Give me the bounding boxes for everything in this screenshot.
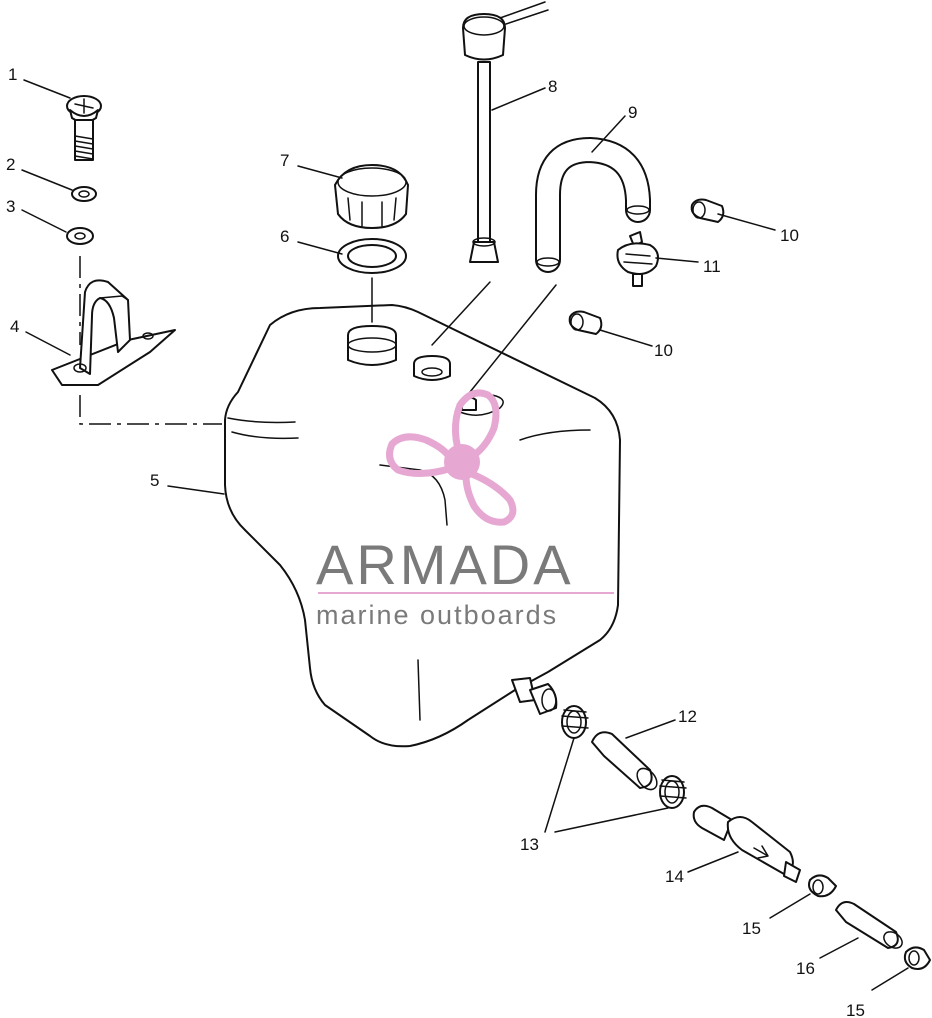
callout-10-upper: 10 xyxy=(780,226,799,245)
part-screw xyxy=(66,95,102,161)
part-flat-washer xyxy=(66,227,94,245)
callout-15-lower: 15 xyxy=(846,1001,865,1018)
callout-11: 11 xyxy=(703,257,721,276)
callout-7: 7 xyxy=(280,151,289,170)
part-clamp-13b xyxy=(659,775,687,809)
part-fuel-filter xyxy=(692,804,801,883)
callout-12: 12 xyxy=(678,707,697,726)
part-vent-hose xyxy=(535,137,651,273)
callout-3: 3 xyxy=(6,197,15,216)
callout-8: 8 xyxy=(548,77,557,96)
part-check-valve xyxy=(616,231,659,287)
callout-10-lower: 10 xyxy=(654,341,673,360)
callout-15-upper: 15 xyxy=(742,919,761,938)
part-hose-clamp-lower xyxy=(568,310,603,335)
part-fuel-tank xyxy=(224,304,621,748)
part-clamp-15a xyxy=(808,874,837,898)
callout-9: 9 xyxy=(628,103,637,122)
callout-16: 16 xyxy=(796,959,815,978)
callout-1: 1 xyxy=(8,65,17,84)
part-filler-cap xyxy=(334,164,409,229)
watermark-tagline: marine outboards xyxy=(316,600,558,630)
part-fuel-hose xyxy=(591,731,658,791)
part-hose-clamp-upper xyxy=(690,198,725,223)
gauge-install-line xyxy=(431,281,491,346)
bracket-mount-line xyxy=(79,395,222,425)
part-gasket xyxy=(337,238,407,274)
part-short-hose xyxy=(835,901,903,949)
part-clamp-13a xyxy=(561,705,589,739)
watermark: ARMADA marine outboards xyxy=(316,389,614,630)
part-outlet-elbow xyxy=(529,683,558,715)
callout-5: 5 xyxy=(150,471,159,490)
callout-6: 6 xyxy=(280,227,289,246)
part-fuel-gauge xyxy=(462,1,549,263)
propeller-logo-icon xyxy=(386,389,517,526)
callout-labels: 1 2 3 4 5 6 7 8 9 10 10 11 12 13 14 15 1… xyxy=(6,65,865,1018)
part-clamp-15b xyxy=(903,946,931,970)
callout-14: 14 xyxy=(665,867,684,886)
leader-lines xyxy=(21,79,909,991)
callout-2: 2 xyxy=(6,155,15,174)
callout-4: 4 xyxy=(10,317,19,336)
watermark-divider xyxy=(318,592,614,594)
part-bracket xyxy=(51,279,176,386)
callout-13: 13 xyxy=(520,835,539,854)
vent-install-line xyxy=(469,284,557,393)
part-lock-washer xyxy=(71,186,97,202)
watermark-brand: ARMADA xyxy=(316,533,574,596)
